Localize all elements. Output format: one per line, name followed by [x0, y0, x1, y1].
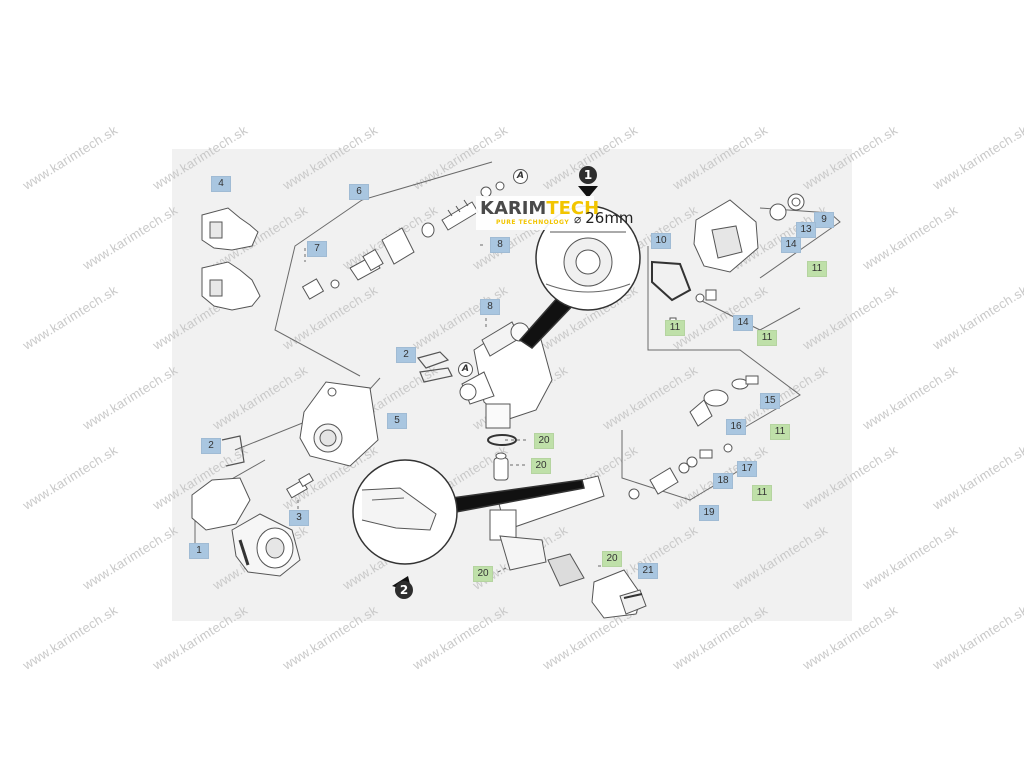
callout-11-b: 11	[665, 320, 685, 336]
callout-17: 17	[737, 461, 757, 477]
diameter-value: 26mm	[585, 209, 634, 227]
logo-tagline: PURE TECHNOLOGY	[496, 219, 570, 226]
screw-part-3	[286, 472, 314, 499]
callout-13: 13	[796, 222, 816, 238]
detail-marker-a-upper: A	[513, 169, 528, 184]
callout-16: 16	[726, 419, 746, 435]
callout-11-d: 11	[770, 424, 790, 440]
clip-part-2	[221, 351, 453, 467]
seal-part-10	[651, 260, 692, 302]
callout-19: 19	[699, 505, 719, 521]
callout-11-a: 11	[807, 261, 827, 277]
callout-18: 18	[713, 473, 733, 489]
logo-wordmark: KARIMTECH	[480, 198, 599, 219]
coupling-part-1	[191, 477, 301, 577]
leader-line-6b	[361, 161, 493, 201]
view-marker-1: 1	[579, 166, 597, 184]
callout-21: 21	[638, 563, 658, 579]
callout-20-b: 20	[531, 458, 551, 474]
callout-10: 10	[651, 233, 671, 249]
housing-part-5	[299, 381, 379, 467]
callout-7: 7	[307, 241, 327, 257]
o-ring-20	[487, 434, 517, 446]
callout-15: 15	[760, 393, 780, 409]
valve-body	[459, 321, 553, 429]
callout-5: 5	[387, 413, 407, 429]
callout-20-d: 20	[473, 566, 493, 582]
callout-11-e: 11	[752, 485, 772, 501]
pump-head-part-9	[693, 193, 805, 273]
detail-magnifier-1	[518, 205, 641, 349]
callout-1: 1	[189, 543, 209, 559]
detail-marker-a-lower: A	[458, 362, 473, 377]
logo-brand-right: TECH	[546, 198, 600, 219]
callout-6: 6	[349, 184, 369, 200]
logo-brand-left: KARIM	[480, 198, 547, 219]
view-marker-2: 2	[395, 581, 413, 599]
callout-3: 3	[289, 510, 309, 526]
valve-stack	[301, 181, 505, 300]
callout-20-a: 20	[534, 433, 554, 449]
callout-2-lower: 2	[201, 438, 221, 454]
brand-logo: KARIMTECH PURE TECHNOLOGY	[476, 196, 599, 230]
leader-line-right-1	[647, 246, 801, 431]
callout-9: 9	[814, 212, 834, 228]
callout-14-upper: 14	[781, 237, 801, 253]
callout-11-c: 11	[757, 330, 777, 346]
clamp-part-4	[201, 207, 261, 311]
diameter-dimension: ⌀26mm	[574, 209, 634, 227]
detail-magnifier-2	[352, 459, 585, 565]
callout-14-lower: 14	[733, 315, 753, 331]
callout-20-c: 20	[602, 551, 622, 567]
pin-part-20	[493, 452, 509, 481]
view-arrow-1	[578, 186, 598, 198]
callout-2-upper: 2	[396, 347, 416, 363]
callout-8-upper: 8	[490, 237, 510, 253]
callout-4: 4	[211, 176, 231, 192]
callout-8-lower: 8	[480, 299, 500, 315]
diameter-symbol-icon: ⌀	[574, 212, 582, 226]
